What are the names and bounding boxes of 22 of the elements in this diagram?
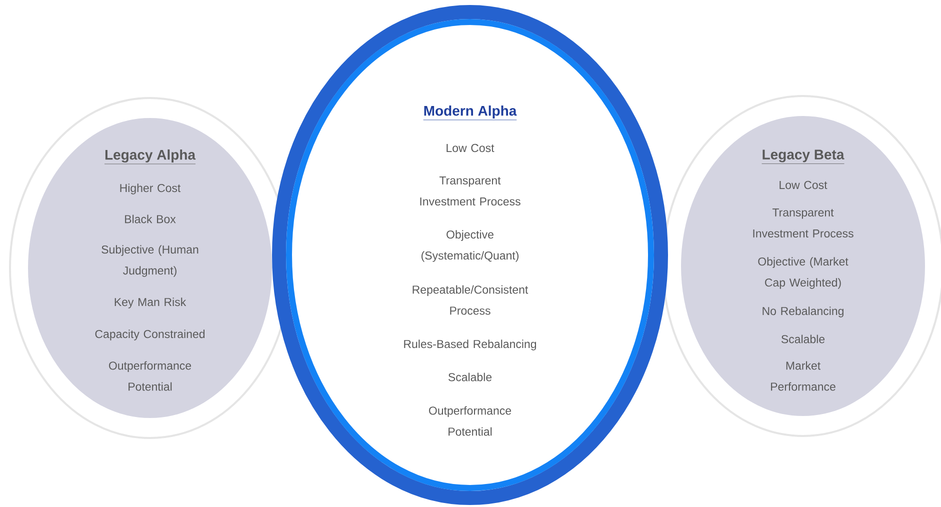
heading: Legacy Beta [762,150,844,164]
list-item: Scalable [448,372,492,382]
list-item: Outperformance Potential [429,406,512,436]
list-item: Rules-Based Rebalancing [404,340,536,350]
list-item: Low Cost [780,180,828,190]
list-item: Objective (Systematic/Quant) [422,230,518,262]
list-item: Transparent Investment Process [753,208,854,238]
list-item: Market Performance [771,361,836,391]
list-item: Subjective (Human Judgment) [102,245,198,277]
list-item: Key Man Risk [114,298,186,308]
list-item: No Rebalancing [762,306,844,318]
list-item: Transparent Investment Process [420,176,520,206]
list-item: Capacity Constrained [95,330,205,340]
list-item: Black Box [125,214,176,224]
list-item: Repeatable/Consistent Process [412,285,528,315]
list-item: Higher Cost [120,184,181,194]
list-item: Outperformance Potential [109,361,192,391]
list-item: Objective (Market Cap Weighted) [758,257,848,289]
heading: Legacy Alpha [104,149,196,164]
heading: Modern Alpha [423,105,517,120]
list-item: Low Cost [446,144,494,152]
list-item: Scalable [781,334,825,344]
